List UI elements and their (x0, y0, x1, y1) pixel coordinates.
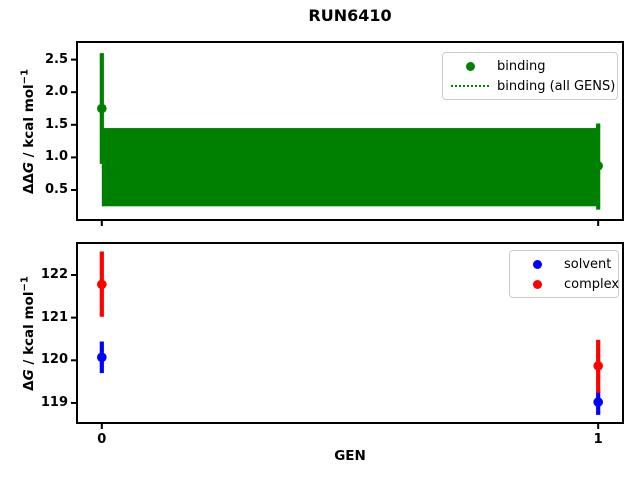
y-tick-label-ddG-binding: 2.5 (44, 51, 68, 67)
y-tick-label-ddG-binding: 1.5 (44, 116, 68, 132)
legend-label-binding: binding (497, 58, 546, 74)
y-tick-label-dG-legs: 120 (40, 352, 68, 368)
solvent-dot-icon (518, 259, 556, 269)
data-point-solvent-gen0 (97, 352, 107, 363)
x-axis-label: GEN (334, 448, 366, 464)
legend-item-complex: complex (518, 274, 619, 294)
complex-dot-icon (518, 279, 556, 289)
data-point-complex-gen0 (97, 279, 107, 290)
legend-label-complex: complex (564, 276, 620, 292)
data-point-solvent-gen1 (593, 397, 603, 407)
legend-item-binding-all-gens: binding (all GENS) (451, 76, 615, 96)
binding-dot-icon (451, 61, 489, 71)
data-point-binding-gen0 (97, 103, 107, 114)
y-tick-label-dG-legs: 119 (40, 394, 68, 410)
binding-dotted-line-icon (451, 85, 489, 87)
axes-frame-dG-legs (76, 242, 624, 424)
x-tick-label: 1 (593, 432, 603, 447)
legend-binding: binding binding (all GENS) (442, 52, 618, 100)
y-axis-label-dg: ΔG / kcal mol−1 (16, 224, 38, 444)
x-tick-label: 0 (97, 432, 107, 447)
ylabel-dg-delta: Δ (21, 380, 37, 391)
legend-legs: solvent complex (509, 250, 619, 298)
legend-label-binding-all-gens: binding (all GENS) (497, 78, 616, 94)
legend-label-solvent: solvent (564, 256, 612, 272)
y-tick-label-ddG-binding: 0.5 (44, 182, 68, 197)
y-tick-label-dG-legs: 122 (40, 266, 68, 282)
y-tick-label-ddG-binding: 1.0 (44, 149, 68, 165)
data-point-binding-gen1 (593, 161, 603, 171)
legend-item-solvent: solvent (518, 254, 612, 274)
ylabel-dg-symbol: G (21, 369, 37, 381)
y-tick-label-dG-legs: 121 (40, 309, 68, 325)
band-ddG-binding (101, 128, 599, 207)
data-point-complex-gen1 (593, 361, 603, 371)
ylabel-ddg-sup: −1 (19, 68, 31, 85)
chart-title: RUN6410 (308, 6, 392, 25)
y-tick-label-ddG-binding: 2.0 (44, 84, 68, 100)
axes-frame-ddG-binding (76, 41, 624, 221)
legend-item-binding: binding (451, 56, 611, 76)
